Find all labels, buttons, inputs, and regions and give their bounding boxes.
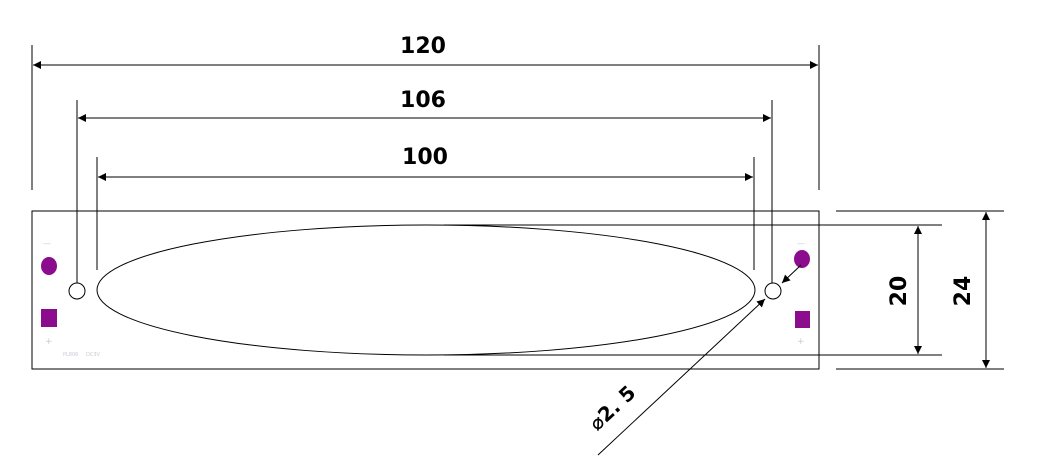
- dim-label-120: 120: [400, 34, 446, 59]
- dim-label-24: 24: [951, 276, 976, 307]
- right-plus-marking: +: [797, 337, 805, 347]
- right-mounting-hole: [764, 282, 782, 300]
- hole-diameter-label: ⌀2. 5: [584, 381, 640, 436]
- dim-label-100: 100: [402, 145, 448, 170]
- board-outline: [31, 210, 820, 370]
- right-square-pad: [795, 311, 810, 328]
- hole-leader-line: [597, 298, 766, 456]
- board-label-left: PL806: [63, 352, 78, 358]
- right-round-pad: [794, 250, 810, 268]
- left-minus-marking: —: [43, 239, 51, 248]
- board-label-right: DC3V: [86, 352, 101, 358]
- left-mounting-hole: [68, 282, 86, 300]
- left-square-pad: [41, 309, 57, 327]
- dim-label-20: 20: [887, 276, 912, 307]
- right-minus-marking: —: [797, 239, 805, 248]
- lens-ellipse: [96, 224, 756, 356]
- left-plus-marking: +: [45, 337, 53, 347]
- hole-leader-tail: [781, 264, 802, 284]
- left-round-pad: [41, 257, 57, 275]
- dim-label-106: 106: [400, 88, 446, 113]
